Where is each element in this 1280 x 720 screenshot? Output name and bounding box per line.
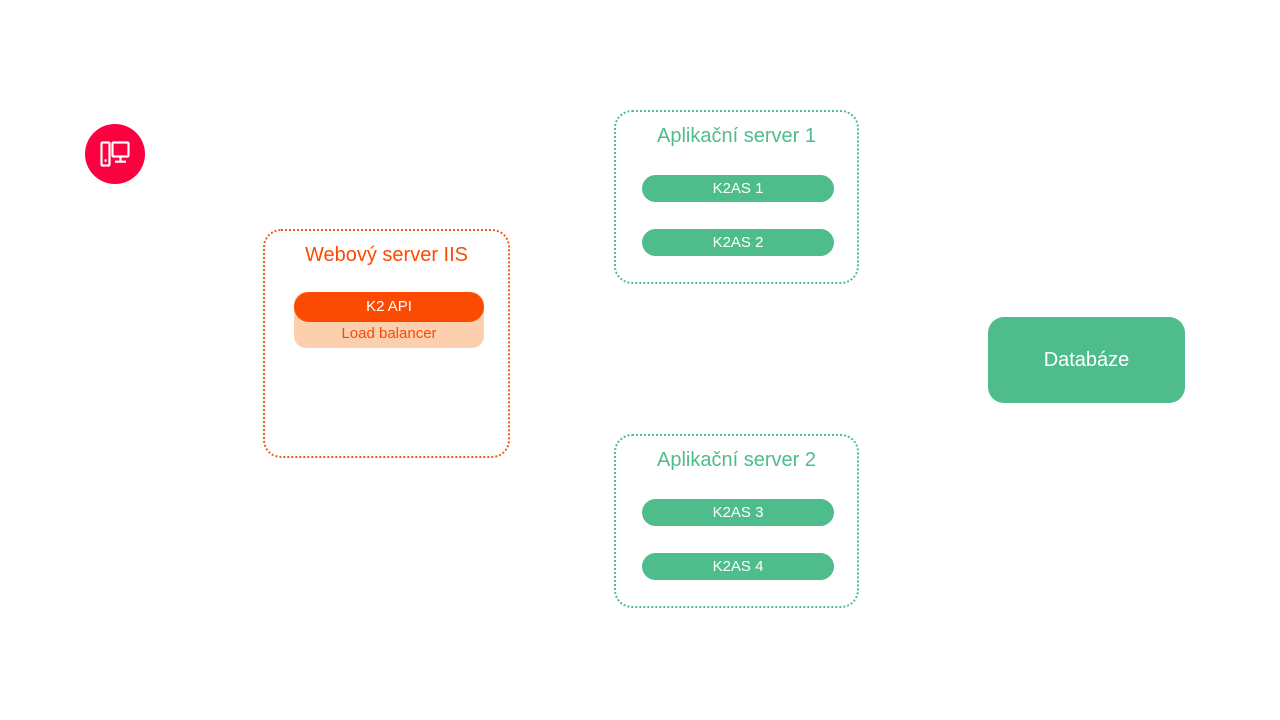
zone-app-server-2-title: Aplikační server 2 bbox=[657, 449, 816, 471]
load-balancer-label: Load balancer bbox=[341, 325, 437, 342]
desktop-computer-icon bbox=[100, 141, 130, 167]
service-pill-k2as-3[interactable]: K2AS 3 bbox=[642, 499, 834, 526]
zone-app-server-1-title: Aplikační server 1 bbox=[657, 125, 816, 147]
load-balancer-container[interactable]: Load balancer K2 API bbox=[294, 292, 484, 348]
zone-app-server-2[interactable]: Aplikační server 2 K2AS 3 K2AS 4 bbox=[614, 434, 859, 608]
service-pill-k2as-2[interactable]: K2AS 2 bbox=[642, 229, 834, 256]
zone-web-server-title: Webový server IIS bbox=[304, 244, 469, 266]
client-workstation-node[interactable] bbox=[85, 124, 145, 184]
zone-web-server[interactable]: Webový server IIS Load balancer K2 API bbox=[263, 229, 510, 458]
database-node[interactable]: Databáze bbox=[988, 317, 1185, 403]
service-pill-k2as-1[interactable]: K2AS 1 bbox=[642, 175, 834, 202]
zone-app-server-1[interactable]: Aplikační server 1 K2AS 1 K2AS 2 bbox=[614, 110, 859, 284]
service-pill-k2-api[interactable]: K2 API bbox=[294, 292, 484, 322]
service-pill-k2as-4[interactable]: K2AS 4 bbox=[642, 553, 834, 580]
